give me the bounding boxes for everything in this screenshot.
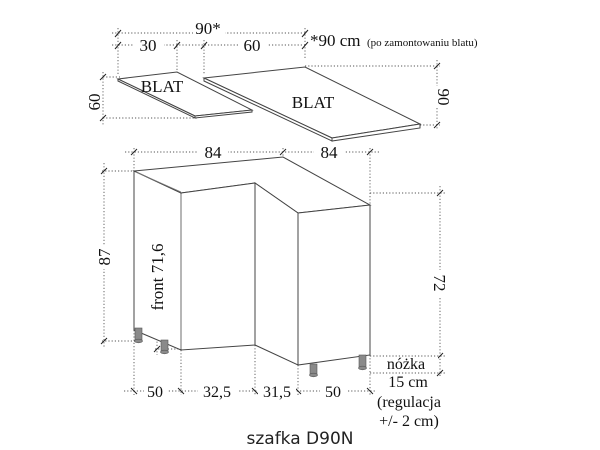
bottom-dim-3: 31,5 [263,384,291,401]
countertop-left [99,71,254,125]
leg-label: nóżka [387,356,425,373]
cabinet-body-height: 72 [430,275,449,292]
countertop-left-depth: 60 [85,94,104,111]
front-height: front 71,6 [148,243,167,310]
countertop-right-width: 60 [244,36,261,55]
cabinet-right-width: 84 [321,143,339,162]
countertop-right [202,60,441,142]
leg-adjust-line2: +/- 2 cm) [379,413,439,430]
bottom-dim-1: 50 [147,384,163,401]
leg-adjust-line1: (regulacja [377,394,441,411]
countertop-left-width: 30 [140,36,157,55]
countertop-right-label: BLAT [292,93,335,112]
countertop-note-text: (po zamontowaniu blatu) [367,37,478,49]
bottom-dim-2: 32,5 [203,384,231,401]
countertop-left-label: BLAT [141,77,184,96]
cabinet-total-height: 87 [95,248,114,266]
countertop-total-width: 90* [195,19,221,38]
corner-cabinet [132,156,372,366]
bottom-dim-4: 50 [325,384,341,401]
cabinet-left-width: 84 [205,143,223,162]
cabinet-legs [134,327,367,378]
leg-height: 15 cm [388,374,428,391]
diagram-title: szafka D90N [247,429,354,449]
countertop-note-value: *90 cm [310,31,361,50]
countertop-right-depth: 90 [434,89,453,106]
